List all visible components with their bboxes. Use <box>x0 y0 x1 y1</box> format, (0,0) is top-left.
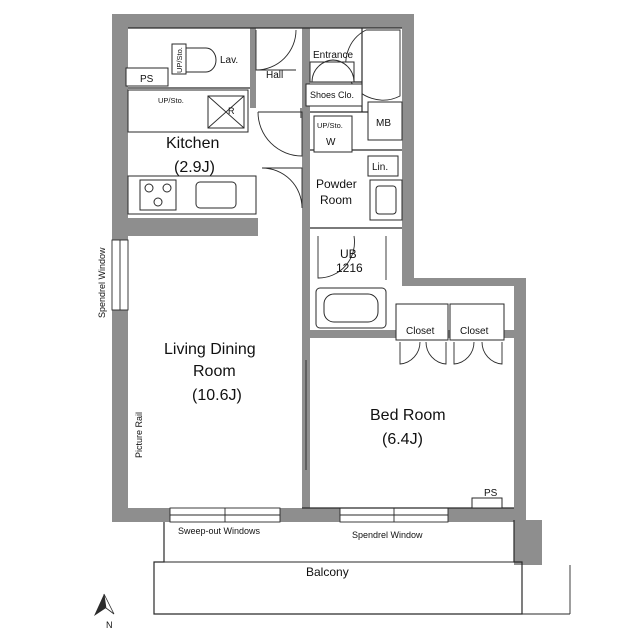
balcony <box>153 520 571 615</box>
kitchen-size: (2.9J) <box>174 159 215 176</box>
washer-label: W <box>326 137 336 148</box>
bedroom-name: Bed Room <box>370 407 446 424</box>
left-window <box>111 239 129 311</box>
up-sto-washer-label: UP/Sto. <box>317 121 343 130</box>
entrance-label: Entrance <box>313 50 353 61</box>
toilet <box>125 43 217 87</box>
compass-icon <box>94 593 115 616</box>
living-name-line1: Living Dining <box>164 341 256 358</box>
ps-bedroom-label: PS <box>484 488 498 499</box>
ps-top-label: PS <box>140 74 154 85</box>
mb-box <box>367 101 403 141</box>
walls <box>112 14 542 565</box>
bedroom-size: (6.4J) <box>382 431 423 448</box>
powder-basin <box>369 179 403 221</box>
linen-label: Lin. <box>372 162 388 173</box>
kitchen-name: Kitchen <box>166 135 219 152</box>
refrigerator-label: R <box>228 106 235 116</box>
up-sto-kitchen-label: UP/Sto. <box>158 96 184 105</box>
lav-label: Lav. <box>220 55 238 66</box>
up-sto-toilet-label: UP/Sto. <box>175 47 184 73</box>
entrance <box>305 59 363 107</box>
spendrel-window-left-label: Spendrel Window <box>97 247 107 318</box>
living-size: (10.6J) <box>192 387 242 404</box>
spendrel-window-bottom-label: Spendrel Window <box>352 530 423 540</box>
kitchen-fixtures <box>139 95 245 211</box>
ps-bedroom-box <box>471 497 503 509</box>
compass-label: N <box>106 620 113 630</box>
linen-box <box>367 155 399 177</box>
closets <box>395 303 505 365</box>
closet-right-label: Closet <box>460 326 489 337</box>
bottom-windows <box>169 507 449 523</box>
powder-room-line2: Room <box>320 193 352 207</box>
unit-bath <box>315 235 387 329</box>
mb-label: MB <box>376 118 391 129</box>
closet-left-label: Closet <box>406 326 435 337</box>
picture-rail-label: Picture Rail <box>134 412 144 458</box>
unit-bath-line1: UB <box>340 247 357 261</box>
washer-box <box>313 115 353 153</box>
sweep-out-windows-label: Sweep-out Windows <box>178 526 261 536</box>
balcony-label: Balcony <box>306 565 349 579</box>
unit-bath-line2: 1216 <box>336 261 363 275</box>
shoes-closet-label: Shoes Clo. <box>310 90 354 100</box>
powder-room-line1: Powder <box>316 177 357 191</box>
living-name-line2: Room <box>193 363 236 380</box>
hall-label: Hall <box>266 70 283 81</box>
